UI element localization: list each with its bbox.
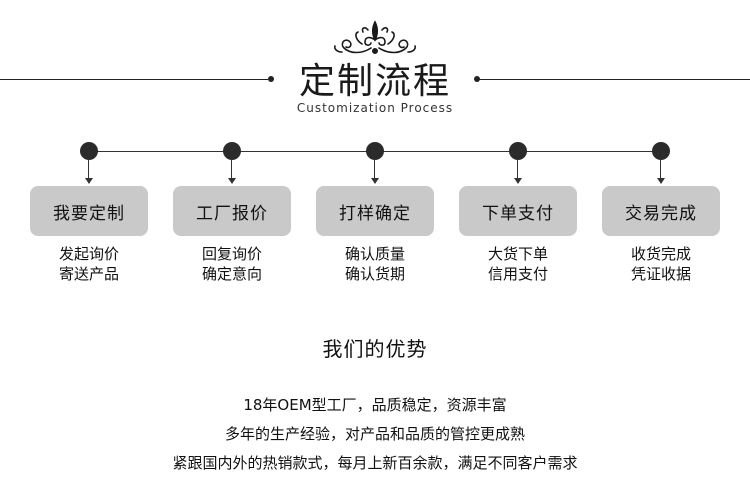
step-desc-line-1: 大货下单 xyxy=(487,245,548,263)
step-desc-line-1: 发起询价 xyxy=(58,245,119,263)
step-description: 发起询价 寄送产品 xyxy=(30,244,148,284)
header-divider-left xyxy=(0,79,268,80)
step-label: 我要定制 xyxy=(30,186,148,236)
advantage-line-3: 紧跟国内外的热销款式，每月上新百余款，满足不同客户需求 xyxy=(172,454,578,472)
step-node xyxy=(366,142,384,160)
advantages-title: 我们的优势 xyxy=(322,337,428,361)
arrowhead-icon xyxy=(371,178,379,184)
step-description: 确认质量 确认货期 xyxy=(316,244,434,284)
arrowhead-icon xyxy=(514,178,522,184)
page-subtitle: Customization Process xyxy=(296,101,454,115)
step-description: 收货完成 凭证收据 xyxy=(602,244,720,284)
flourish-ornament-icon xyxy=(334,20,416,54)
step-desc-line-1: 回复询价 xyxy=(201,245,262,263)
arrow-down-icon xyxy=(231,160,232,180)
advantage-line-2: 多年的生产经验，对产品和品质的管控更成熟 xyxy=(224,425,525,443)
arrow-down-icon xyxy=(374,160,375,180)
step-node xyxy=(223,142,241,160)
step-node xyxy=(652,142,670,160)
step-desc-line-2: 确认货期 xyxy=(344,265,405,283)
arrow-down-icon xyxy=(660,160,661,180)
step-description: 大货下单 信用支付 xyxy=(459,244,577,284)
header-dot-left xyxy=(268,76,274,82)
step-node xyxy=(509,142,527,160)
step-desc-line-1: 收货完成 xyxy=(630,245,691,263)
arrow-down-icon xyxy=(88,160,89,180)
advantage-line-1: 18年OEM型工厂，品质稳定，资源丰富 xyxy=(243,396,507,414)
step-label: 下单支付 xyxy=(459,186,577,236)
step-desc-line-2: 寄送产品 xyxy=(58,265,119,283)
step-desc-line-2: 确定意向 xyxy=(201,265,262,283)
step-label: 交易完成 xyxy=(602,186,720,236)
page-title: 定制流程 xyxy=(298,61,451,102)
arrowhead-icon xyxy=(657,178,665,184)
step-description: 回复询价 确定意向 xyxy=(173,244,291,284)
header-divider-right xyxy=(478,79,750,80)
arrow-down-icon xyxy=(517,160,518,180)
arrowhead-icon xyxy=(228,178,236,184)
step-label: 打样确定 xyxy=(316,186,434,236)
step-label: 工厂报价 xyxy=(173,186,291,236)
arrowhead-icon xyxy=(85,178,93,184)
step-node xyxy=(80,142,98,160)
step-desc-line-1: 确认质量 xyxy=(344,245,405,263)
step-desc-line-2: 凭证收据 xyxy=(630,265,691,283)
step-desc-line-2: 信用支付 xyxy=(487,265,548,283)
header-dot-right xyxy=(474,76,480,82)
